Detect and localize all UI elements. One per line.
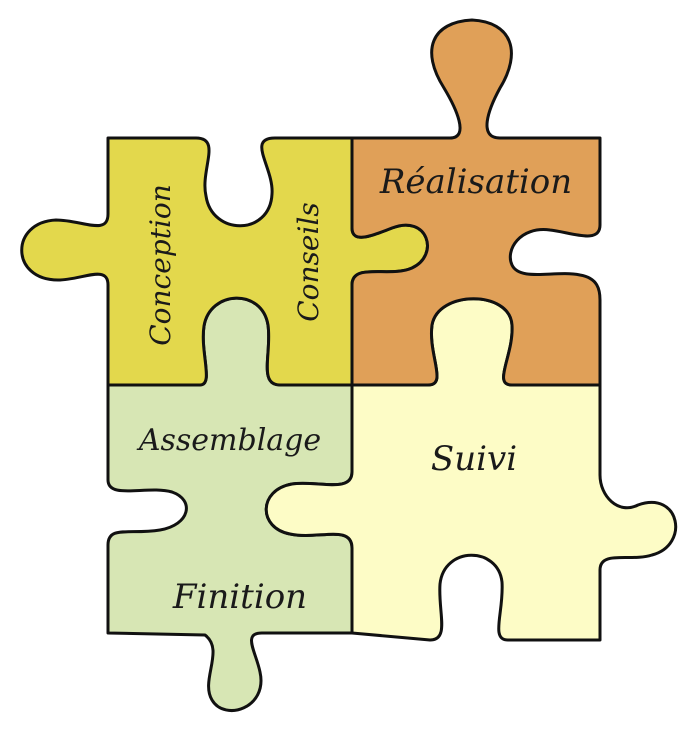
label-finition: Finition — [172, 577, 307, 617]
piece-realisation — [350, 18, 602, 387]
label-conseils: Conseils — [292, 202, 325, 322]
label-suivi: Suivi — [431, 439, 517, 479]
piece-conception-conseils — [20, 136, 429, 387]
label-conception: Conception — [144, 184, 177, 346]
label-assemblage: Assemblage — [136, 423, 321, 458]
label-realisation: Réalisation — [379, 162, 572, 202]
